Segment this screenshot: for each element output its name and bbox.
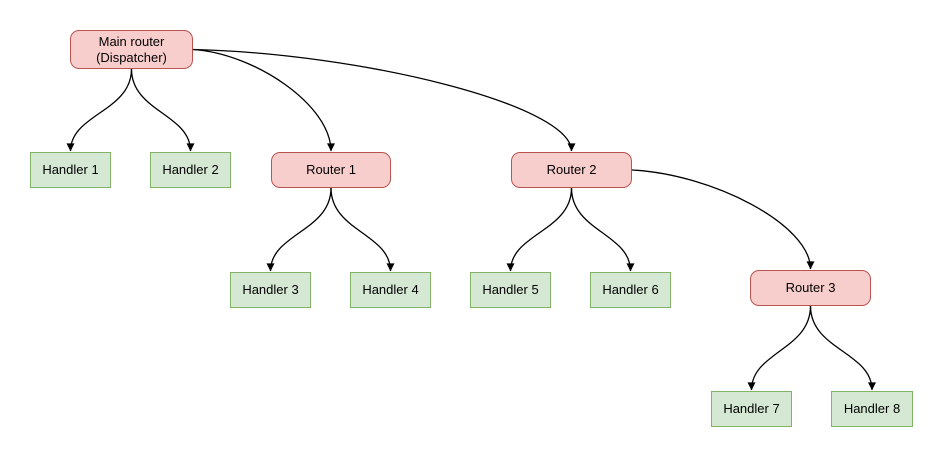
node-label-router-1: Router 1 xyxy=(306,162,356,177)
node-handler-6: Handler 6 xyxy=(590,272,671,308)
node-router-2: Router 2 xyxy=(511,152,632,188)
node-handler-4: Handler 4 xyxy=(350,272,431,308)
node-handler-3: Handler 3 xyxy=(230,272,311,308)
edge-main-router-to-handler-1 xyxy=(66,68,133,152)
node-router-1: Router 1 xyxy=(271,152,391,188)
edge-router-3-to-handler-7 xyxy=(747,305,812,391)
node-label-handler-7: Handler 7 xyxy=(723,401,780,416)
node-label-handler-8: Handler 8 xyxy=(843,401,901,416)
node-label-handler-4: Handler 4 xyxy=(362,282,419,297)
node-label-router-3: Router 3 xyxy=(785,280,836,295)
edge-main-router-to-router-1 xyxy=(192,48,335,152)
edge-main-router-to-handler-2 xyxy=(130,68,195,152)
node-label-handler-5: Handler 5 xyxy=(482,282,539,297)
node-handler-2: Handler 2 xyxy=(150,152,231,188)
edge-router-2-to-router-3 xyxy=(631,169,815,270)
node-label-handler-6: Handler 6 xyxy=(602,282,659,297)
edge-router-2-to-handler-6 xyxy=(570,187,635,272)
node-handler-1: Handler 1 xyxy=(30,152,111,188)
node-label-main-router: Main router (Dispatcher) xyxy=(96,33,167,65)
node-handler-8: Handler 8 xyxy=(831,391,913,427)
node-label-handler-1: Handler 1 xyxy=(42,162,99,177)
node-handler-5: Handler 5 xyxy=(470,272,551,308)
node-handler-7: Handler 7 xyxy=(711,391,792,427)
node-main-router: Main router (Dispatcher) xyxy=(70,30,193,69)
edge-router-2-to-handler-5 xyxy=(506,187,573,272)
node-router-3: Router 3 xyxy=(750,270,871,306)
edge-router-1-to-handler-3 xyxy=(266,187,332,272)
node-label-router-2: Router 2 xyxy=(546,162,597,177)
node-label-handler-3: Handler 3 xyxy=(242,282,299,297)
node-label-handler-2: Handler 2 xyxy=(162,162,219,177)
edge-main-router-to-router-2 xyxy=(192,48,576,152)
edge-router-3-to-handler-8 xyxy=(809,305,876,391)
edge-router-1-to-handler-4 xyxy=(330,187,395,272)
